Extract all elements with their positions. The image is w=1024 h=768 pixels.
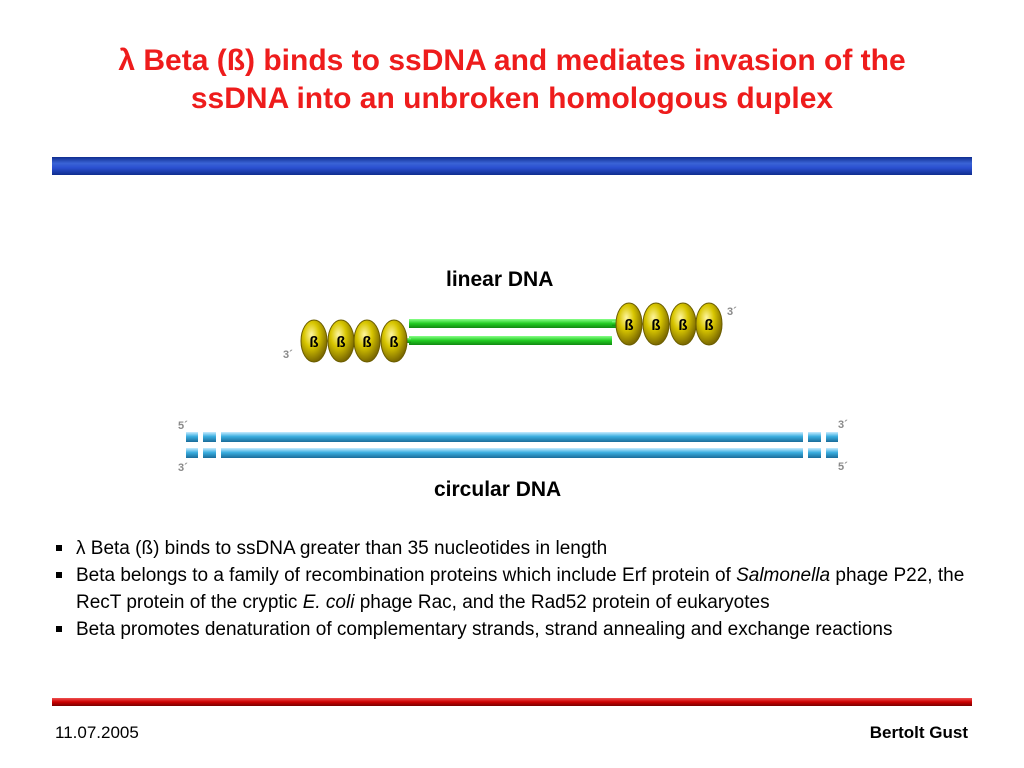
beta-symbol: ß [651, 317, 660, 334]
circular-right-3prime-label: 3´ [838, 419, 848, 431]
bullet-text-1: λ Beta (ß) binds to ssDNA greater than 3… [76, 538, 607, 559]
circular-strand-segment [186, 432, 198, 442]
circular-strand-segment [808, 432, 821, 442]
title-divider-bar [52, 157, 972, 175]
bullet-3-part-1: Beta promotes denaturation of complement… [76, 619, 893, 640]
linear-left-3prime-label: 3´ [283, 349, 293, 361]
circular-strand-segment [203, 432, 216, 442]
beta-symbol: ß [362, 334, 371, 351]
circular-strand-segment [826, 448, 838, 458]
beta-bead [353, 319, 381, 363]
circular-strand-top [221, 432, 803, 442]
bullet-2-ecoli: E. coli [302, 592, 355, 613]
bullet-square-icon [56, 626, 62, 632]
beta-bead [380, 319, 408, 363]
circular-strand-segment [808, 448, 821, 458]
circular-left-3prime-label: 3´ [178, 462, 188, 474]
bullet-1-part-1: λ Beta (ß) binds to ssDNA greater than 3… [76, 538, 608, 559]
bullet-square-icon [56, 572, 62, 578]
bullet-text-2: Beta belongs to a family of recombinatio… [76, 565, 964, 613]
linear-right-3prime-label: 3´ [727, 306, 737, 318]
dna-diagram: linear DNA [178, 268, 848, 501]
beta-symbol: ß [309, 334, 318, 351]
beta-symbol: ß [704, 317, 713, 334]
bullet-item-1: λ Beta (ß) binds to ssDNA greater than 3… [56, 535, 976, 562]
footer-date: 11.07.2005 [55, 723, 139, 742]
bullet-square-icon [56, 545, 62, 551]
linear-strand-bottom [409, 336, 612, 345]
beta-beads-left: ß ß ß ß [300, 319, 408, 363]
circular-strand-bottom [221, 448, 803, 458]
title-line-1: λ Beta (ß) binds to ssDNA and mediates i… [118, 44, 906, 77]
beta-symbol: ß [389, 334, 398, 351]
linear-strand-top [409, 319, 620, 328]
bullet-2-part-5: phage Rac, and the Rad52 protein of euka… [354, 592, 770, 613]
circular-right-5prime-label: 5´ [838, 461, 848, 473]
circular-dna-duplex [186, 432, 838, 458]
circular-strand-segment [203, 448, 216, 458]
beta-bead [615, 302, 643, 346]
dna-diagram-svg: ß ß ß ß ß ß ß ß [186, 302, 838, 458]
beta-symbol: ß [336, 334, 345, 351]
bullet-list: λ Beta (ß) binds to ssDNA greater than 3… [56, 535, 976, 643]
title-line-2: ssDNA into an unbroken homologous duplex [190, 82, 834, 115]
footer-divider-bar [52, 698, 972, 706]
bullet-item-2: Beta belongs to a family of recombinatio… [56, 562, 976, 616]
beta-symbol: ß [678, 317, 687, 334]
circular-dna-label: circular DNA [434, 478, 562, 501]
bullet-text-3: Beta promotes denaturation of complement… [76, 619, 892, 640]
footer-author: Bertolt Gust [869, 723, 968, 742]
beta-beads-right: ß ß ß ß [615, 302, 723, 346]
beta-bead [695, 302, 723, 346]
circular-strand-segment [186, 448, 198, 458]
bullet-2-part-1: Beta belongs to a family of recombinatio… [76, 565, 737, 586]
beta-symbol: ß [624, 317, 633, 334]
circular-left-5prime-label: 5´ [178, 420, 188, 432]
linear-dna-label: linear DNA [446, 268, 554, 291]
slide-title: λ Beta (ß) binds to ssDNA and mediates i… [40, 42, 984, 118]
bullet-2-part-3: phage P22, the RecT protein of the crypt… [76, 565, 965, 613]
beta-bead [642, 302, 670, 346]
bullet-2-salmonella: Salmonella [736, 565, 831, 586]
bullet-item-3: Beta promotes denaturation of complement… [56, 616, 976, 643]
beta-bead [300, 319, 328, 363]
circular-strand-segment [826, 432, 838, 442]
